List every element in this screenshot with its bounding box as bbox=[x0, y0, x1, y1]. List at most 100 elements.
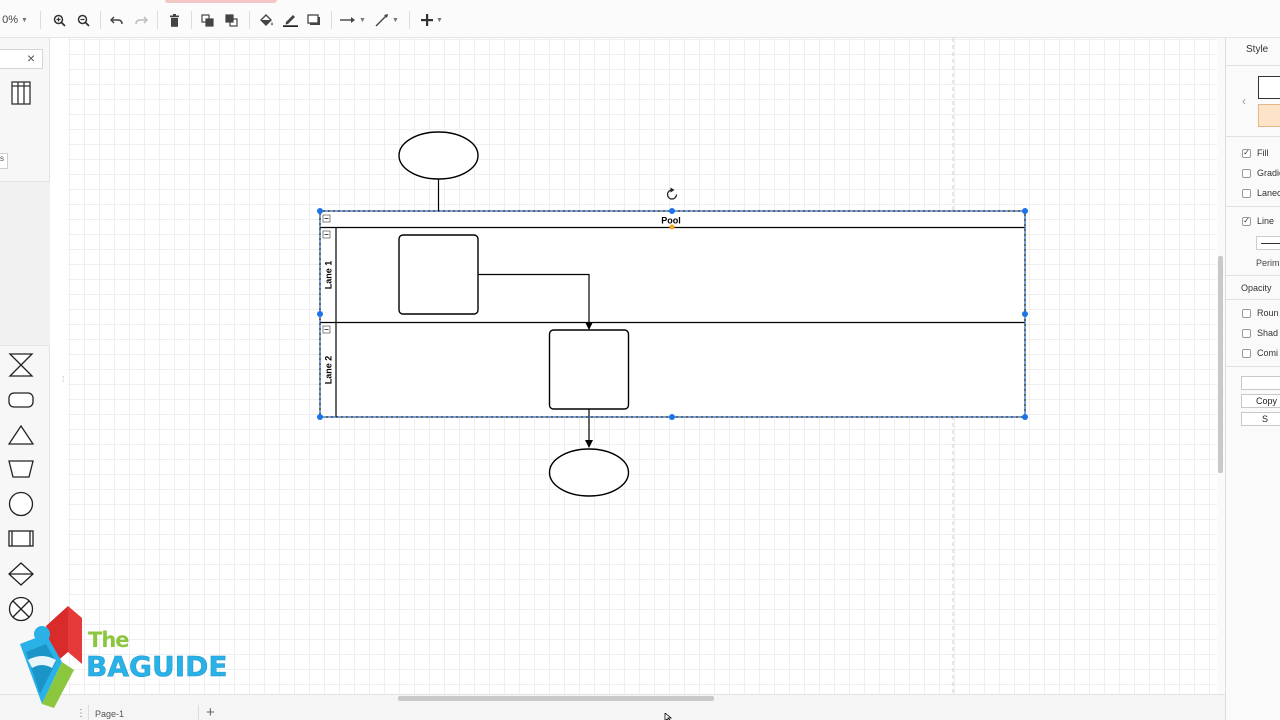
shadow-label: Shad bbox=[1257, 328, 1279, 338]
resize-handle-ne bbox=[1022, 208, 1028, 214]
copy-style-button[interactable]: Copy bbox=[1241, 394, 1280, 408]
panel-divider bbox=[1226, 136, 1280, 137]
lanecolor-checkbox[interactable]: Lanec bbox=[1242, 188, 1280, 198]
panel-divider bbox=[1226, 65, 1280, 66]
sidebar-tab-stub[interactable]: s bbox=[0, 153, 8, 169]
circle-shape[interactable] bbox=[6, 489, 36, 519]
checkmark-icon: ✓ bbox=[1242, 216, 1251, 226]
tab-style[interactable]: Style bbox=[1246, 44, 1269, 55]
collate-shape[interactable] bbox=[6, 350, 36, 380]
terminator-shape[interactable] bbox=[6, 385, 36, 415]
set-default-style-button[interactable]: S bbox=[1241, 412, 1280, 426]
undo-button[interactable] bbox=[108, 11, 124, 29]
add-page-button[interactable]: + bbox=[206, 704, 215, 720]
delete-button[interactable] bbox=[166, 11, 182, 29]
tab-indicator bbox=[165, 0, 277, 3]
line-color-button[interactable] bbox=[282, 11, 298, 29]
logo-text-baguide: BAGUIDE bbox=[86, 650, 228, 684]
line-style-select[interactable] bbox=[1256, 236, 1280, 250]
tab-divider bbox=[88, 705, 89, 720]
diagram-canvas[interactable]: Pool Lane 1 Lane 2 bbox=[68, 38, 1217, 694]
task1-box[interactable] bbox=[398, 234, 479, 315]
horizontal-scroll-thumb[interactable] bbox=[398, 696, 714, 701]
style-swatch-orange[interactable] bbox=[1258, 104, 1280, 127]
shape-search-input[interactable] bbox=[0, 49, 43, 69]
panel-divider bbox=[1226, 206, 1280, 207]
resize-handle-w bbox=[317, 311, 323, 317]
selection-handles[interactable] bbox=[317, 208, 1028, 420]
decision-shape[interactable] bbox=[6, 559, 36, 589]
shadow-icon bbox=[307, 14, 320, 25]
vertical-pool-icon bbox=[11, 81, 31, 105]
mouse-cursor-icon bbox=[664, 713, 673, 720]
to-front-icon bbox=[201, 13, 214, 27]
arrow-right-icon bbox=[340, 17, 356, 23]
vertical-scrollbar[interactable] bbox=[1217, 38, 1225, 694]
rotate-icon[interactable] bbox=[666, 187, 678, 200]
circle-x-icon bbox=[8, 596, 34, 622]
plus-icon bbox=[421, 14, 434, 26]
rounded-checkbox[interactable]: Roun bbox=[1242, 308, 1279, 318]
vertical-scroll-thumb[interactable] bbox=[1218, 256, 1223, 473]
resize-handle-se bbox=[1022, 414, 1028, 420]
panel-divider bbox=[1226, 299, 1280, 300]
lane2-label[interactable]: Lane 2 bbox=[324, 356, 334, 385]
gradient-label: Gradie bbox=[1257, 168, 1280, 178]
insert-dropdown[interactable]: ▼ bbox=[419, 11, 445, 29]
zoom-out-icon bbox=[77, 14, 90, 27]
or-shape[interactable] bbox=[6, 594, 36, 624]
diamond-icon bbox=[8, 562, 34, 586]
checkbox-box bbox=[1242, 308, 1251, 318]
style-swatch-white[interactable] bbox=[1258, 76, 1280, 99]
connector-task1-to-task2[interactable] bbox=[478, 273, 593, 330]
shadow-button[interactable] bbox=[306, 11, 322, 29]
zoom-value: 0% bbox=[2, 14, 18, 26]
sidebar-resize-handle[interactable]: ⁞ bbox=[62, 375, 65, 384]
start-ellipse[interactable] bbox=[398, 131, 479, 180]
shapes-sidebar: × s bbox=[0, 38, 50, 698]
shadow-checkbox[interactable]: Shad bbox=[1242, 328, 1278, 338]
fill-checkbox[interactable]: ✓Fill bbox=[1242, 148, 1269, 158]
waypoints-dropdown[interactable]: ▼ bbox=[374, 11, 400, 29]
chevron-down-icon: ▼ bbox=[436, 16, 443, 24]
toolbar-divider bbox=[249, 11, 250, 29]
fill-color-button[interactable] bbox=[258, 11, 274, 29]
pages-menu-icon[interactable]: ⋮ bbox=[76, 708, 86, 719]
page-tab[interactable]: Page-1 bbox=[95, 709, 125, 719]
rounded-rect-icon bbox=[8, 392, 34, 408]
zoom-dropdown[interactable]: 0%▼ bbox=[0, 11, 30, 29]
pool-label[interactable]: Pool bbox=[661, 216, 681, 226]
to-back-button[interactable] bbox=[224, 11, 240, 29]
page-tabs-bar: ⋮ Page-1 + bbox=[0, 694, 1225, 720]
line-checkbox[interactable]: ✓Line bbox=[1242, 216, 1274, 226]
task2-box[interactable] bbox=[548, 329, 630, 410]
triangle-shape[interactable] bbox=[6, 420, 36, 450]
zoom-out-button[interactable] bbox=[75, 11, 91, 29]
diagonal-line-icon bbox=[375, 13, 389, 26]
resize-handle-sw bbox=[317, 414, 323, 420]
lane1-label[interactable]: Lane 1 bbox=[324, 261, 334, 290]
close-icon[interactable]: × bbox=[27, 50, 36, 66]
comic-checkbox[interactable]: Comi bbox=[1242, 348, 1278, 358]
perimeter-label: Perim bbox=[1256, 258, 1280, 268]
chevron-left-icon[interactable]: ‹ bbox=[1242, 94, 1246, 108]
zoom-in-button[interactable] bbox=[51, 11, 67, 29]
end-ellipse[interactable] bbox=[548, 448, 630, 497]
manual-operation-shape[interactable] bbox=[6, 454, 36, 484]
label-handle bbox=[669, 224, 675, 230]
circle-icon bbox=[8, 491, 34, 517]
toolbar-divider bbox=[331, 11, 332, 29]
resize-handle-e bbox=[1022, 311, 1028, 317]
tab-divider bbox=[198, 705, 199, 720]
gradient-checkbox[interactable]: Gradie bbox=[1242, 168, 1280, 178]
vertical-pool-shape[interactable] bbox=[6, 78, 36, 108]
process-shape[interactable] bbox=[6, 524, 36, 554]
edit-style-button[interactable] bbox=[1241, 376, 1280, 390]
connection-dropdown[interactable]: ▼ bbox=[340, 11, 366, 29]
redo-button[interactable] bbox=[133, 11, 149, 29]
trapezoid-icon bbox=[8, 460, 34, 478]
toolbar: 0% ▼ bbox=[0, 0, 1280, 38]
checkmark-icon: ✓ bbox=[1242, 148, 1251, 158]
resize-handle-nw bbox=[317, 208, 323, 214]
to-front-button[interactable] bbox=[200, 11, 216, 29]
